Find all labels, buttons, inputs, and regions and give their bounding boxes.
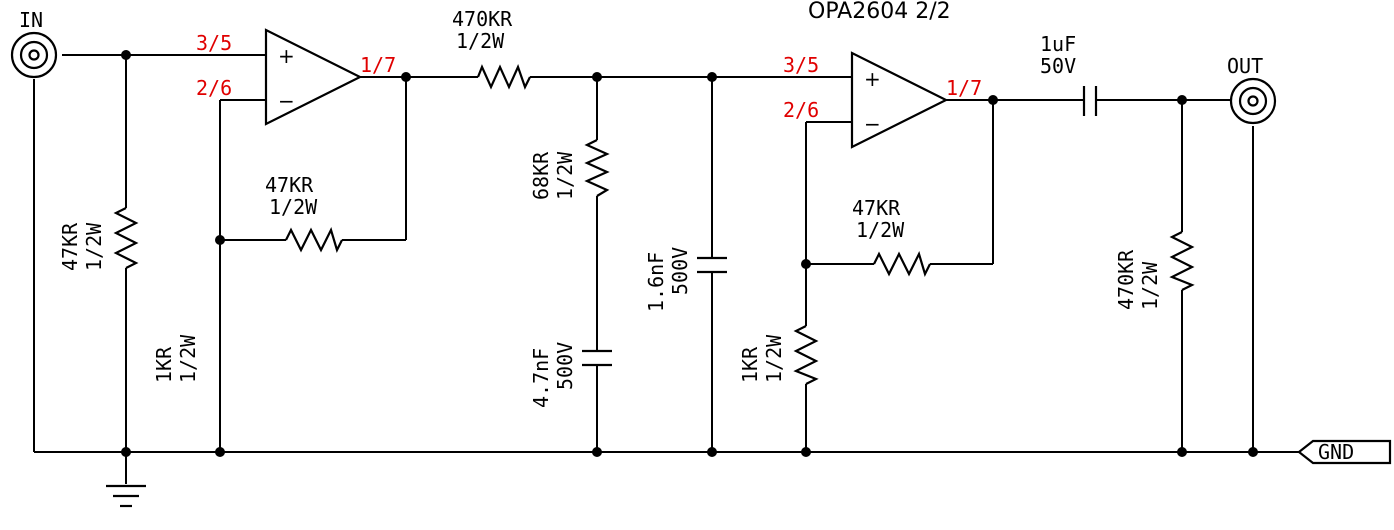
resistor-value: 47KR — [58, 222, 82, 271]
opamp2-title: OPA2604 2/2 — [808, 0, 951, 24]
junction-dot — [401, 72, 411, 82]
resistor-1kr-gain-2: 1KR 1/2W — [738, 325, 819, 385]
opamp1-minus-sign: − — [278, 89, 295, 113]
resistor-value: 1KR — [152, 346, 176, 383]
capacitor-1-6nf: 1.6nF 500V — [644, 247, 727, 312]
opamp2-pin-noninv: 3/5 — [783, 53, 819, 77]
junction-dot — [801, 447, 811, 457]
junction-dot — [215, 235, 225, 245]
junctions — [121, 50, 1258, 457]
resistor-rating: 1/2W — [82, 222, 106, 271]
resistor-rating: 1/2W — [176, 334, 200, 383]
resistor-value: 1KR — [738, 346, 762, 383]
resistor-rating: 1/2W — [1138, 261, 1162, 310]
resistor-rating: 1/2W — [762, 334, 786, 383]
resistor-value: 470KR — [1114, 249, 1138, 310]
junction-dot — [121, 50, 131, 60]
junction-dot — [121, 447, 131, 457]
junction-dot — [801, 259, 811, 269]
opamp2-plus-sign: + — [864, 67, 881, 91]
out-label: OUT — [1227, 54, 1263, 78]
capacitor-value: 4.7nF — [529, 348, 553, 408]
junction-dot — [1177, 95, 1187, 105]
capacitor-rating: 500V — [668, 247, 692, 295]
resistor-rating: 1/2W — [456, 29, 505, 53]
junction-dot — [1177, 447, 1187, 457]
junction-dot — [592, 72, 602, 82]
capacitor-rating: 500V — [553, 342, 577, 390]
opamp2-minus-sign: − — [864, 112, 881, 136]
capacitor-1uf: 1uF 50V — [1040, 32, 1098, 116]
opamp1-pin-out: 1/7 — [360, 53, 396, 77]
capacitor-4-7nf: 4.7nF 500V — [529, 342, 612, 408]
resistor-47kr-feedback-1: 47KR 1/2W — [265, 173, 343, 253]
junction-dot — [988, 95, 998, 105]
resistor-value: 47KR — [265, 173, 314, 197]
opamp2-pin-inv: 2/6 — [783, 98, 819, 122]
junction-dot — [592, 447, 602, 457]
in-label: IN — [19, 8, 43, 32]
resistor-1kr-gain-1: 1KR 1/2W — [152, 334, 200, 383]
opamp1-pin-noninv: 3/5 — [196, 31, 232, 55]
resistor-47kr-input: 47KR 1/2W — [58, 207, 139, 271]
resistor-68kr-shunt: 68KR 1/2W — [529, 139, 610, 200]
opamp1-plus-sign: + — [278, 44, 295, 68]
opamp2-pin-out: 1/7 — [946, 76, 982, 100]
opamp-1: + − 3/5 2/6 1/7 — [196, 28, 396, 126]
gnd-label: GND — [1318, 440, 1354, 464]
junction-dot — [1248, 447, 1258, 457]
junction-dot — [707, 447, 717, 457]
capacitor-value: 1.6nF — [644, 252, 668, 312]
resistor-470kr-output: 470KR 1/2W — [1114, 231, 1195, 310]
resistor-rating: 1/2W — [553, 151, 577, 200]
resistor-rating: 1/2W — [856, 218, 905, 242]
resistor-value: 470KR — [452, 7, 513, 31]
out-connector: OUT — [1227, 54, 1277, 125]
capacitor-rating: 50V — [1040, 54, 1076, 78]
wires — [33, 54, 1299, 484]
junction-dot — [215, 447, 225, 457]
junction-dot — [707, 72, 717, 82]
resistor-value: 47KR — [852, 196, 901, 220]
resistor-470kr-series: 470KR 1/2W — [452, 7, 531, 90]
opamp1-pin-inv: 2/6 — [196, 76, 232, 100]
capacitor-value: 1uF — [1040, 32, 1076, 56]
gnd-flag: GND — [1297, 439, 1392, 465]
opamp-2: + − 3/5 2/6 1/7 OPA2604 2/2 — [783, 0, 982, 149]
in-connector: IN — [10, 8, 58, 79]
ground-symbol — [106, 484, 146, 508]
resistor-value: 68KR — [529, 151, 553, 200]
resistor-47kr-feedback-2: 47KR 1/2W — [852, 196, 931, 277]
resistor-rating: 1/2W — [269, 195, 318, 219]
